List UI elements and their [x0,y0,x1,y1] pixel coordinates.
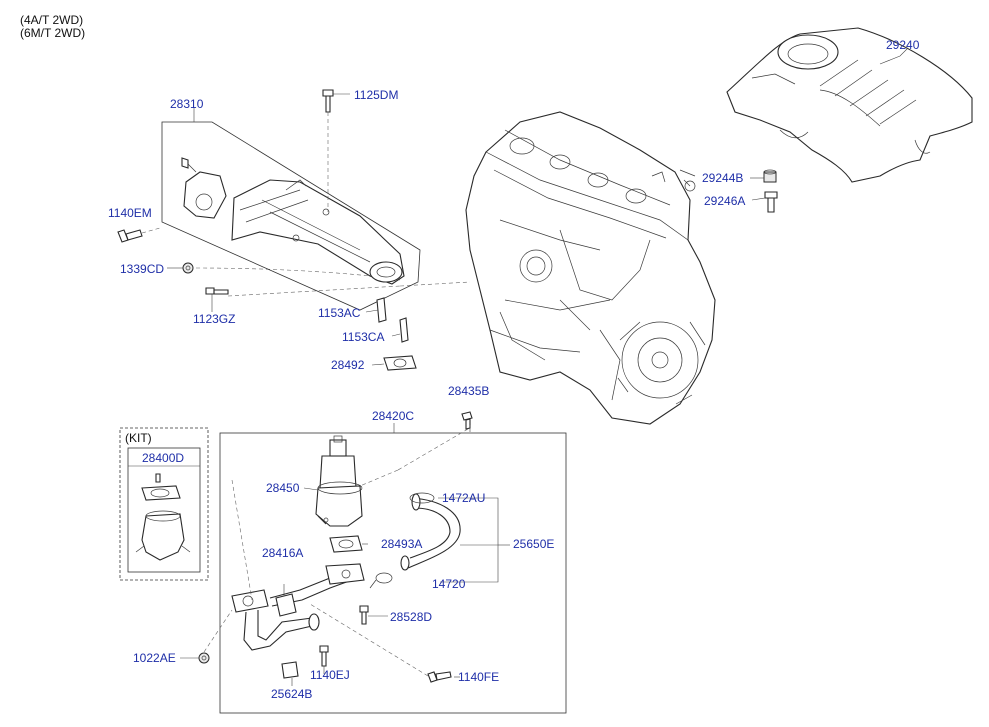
part-label-28528d[interactable]: 28528D [390,610,433,624]
engine-block-illustration [465,111,716,425]
kit-label: (KIT) [125,431,152,445]
part-label-29240[interactable]: 29240 [886,38,920,52]
part-label-1022ae[interactable]: 1022AE [133,651,176,665]
stud-1153ca-illustration [399,317,409,343]
egr-valve-28450-illustration [315,435,363,527]
bolt-29246a-illustration [764,191,778,213]
part-label-1140fe[interactable]: 1140FE [458,670,500,684]
part-label-1140ej[interactable]: 1140EJ [310,668,350,682]
grommet-29244b-illustration [763,169,777,183]
part-label-28493a[interactable]: 28493A [381,537,423,551]
hose-25650e-illustration [400,493,461,571]
part-label-1140em[interactable]: 1140EM [108,206,152,220]
gasket-28493a-illustration [329,535,363,553]
bolt-28528d-illustration [359,605,388,625]
bolt-1123gz-illustration [205,287,229,312]
actuator-illustration [181,157,227,219]
part-label-1123gz[interactable]: 1123GZ [193,312,236,326]
transmission-note-1: (4A/T 2WD) [20,13,84,27]
part-label-1153ac[interactable]: 1153AC [318,306,361,320]
bolt-1140em-illustration [117,227,161,243]
egr-cooler-illustration [231,179,405,285]
part-label-28400d[interactable]: 28400D [142,451,185,465]
part-label-28435b[interactable]: 28435B [448,384,490,398]
part-label-29244b[interactable]: 29244B [702,171,744,185]
transmission-note-2: (6M/T 2WD) [20,26,86,40]
egr-pipe-28416a-illustration [231,563,365,651]
part-label-28416a[interactable]: 28416A [262,546,304,560]
nut-1339cd-illustration [182,262,194,274]
part-label-25624b[interactable]: 25624B [271,687,313,701]
part-label-28420c[interactable]: 28420C [372,409,415,423]
part-label-1339cd[interactable]: 1339CD [120,262,165,276]
part-label-1125dm[interactable]: 1125DM [354,88,399,102]
bracket-25624b-illustration [281,661,299,686]
part-label-28450[interactable]: 28450 [266,481,300,495]
nut-1022ae-illustration [198,609,233,664]
part-label-14720[interactable]: 14720 [432,577,466,591]
stud-1153ac-illustration [376,297,387,323]
group-frame-28310 [161,121,421,311]
bolt-1140fe-illustration [309,603,452,683]
part-label-1472au[interactable]: 1472AU [442,491,486,505]
part-label-28310[interactable]: 28310 [170,97,204,111]
part-label-29246a[interactable]: 29246A [704,194,746,208]
part-label-25650e[interactable]: 25650E [513,537,555,551]
engine-cover-illustration [726,27,973,183]
bolt-1125dm-illustration [322,89,350,212]
kit-contents-illustration [135,473,191,561]
bolt-1140ej-illustration [319,645,329,667]
part-label-1153ca[interactable]: 1153CA [342,330,385,344]
clamp-1472au-illustration [409,492,435,504]
gasket-28492-illustration [383,355,417,371]
group-frame-28420c [219,432,567,714]
part-label-28492[interactable]: 28492 [331,358,365,372]
clamp-14720-illustration [369,572,393,589]
kit-inner-frame [127,447,201,573]
